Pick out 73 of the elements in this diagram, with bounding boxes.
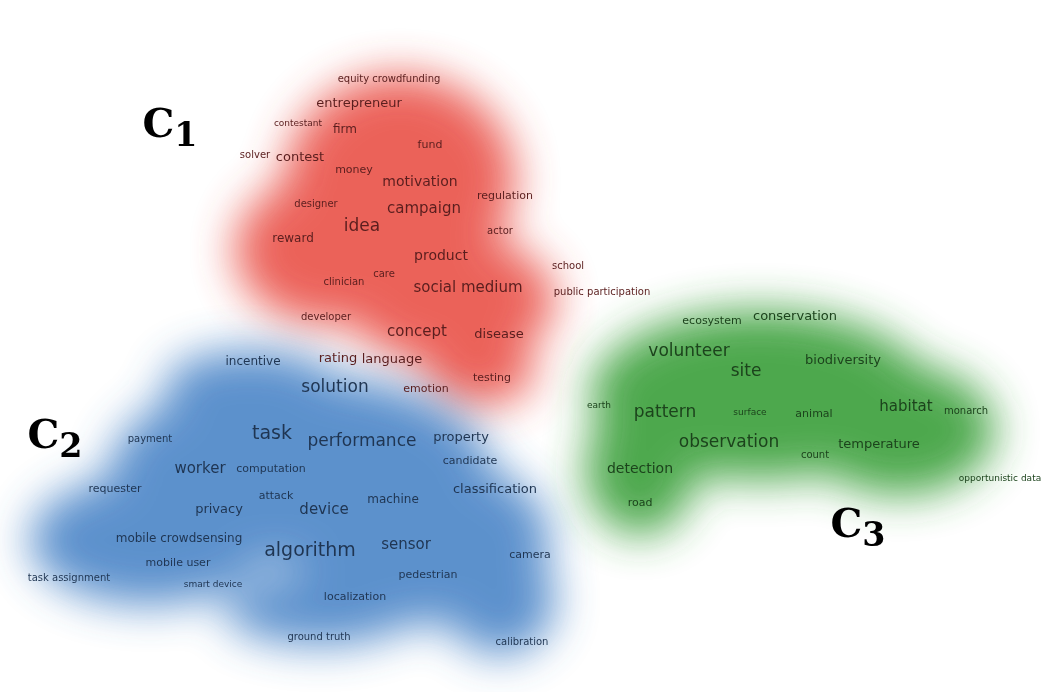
keyword-label: solution xyxy=(301,376,369,396)
keyword-label: pedestrian xyxy=(398,568,458,582)
keyword-label: idea xyxy=(343,215,381,235)
keyword-label: property xyxy=(433,429,489,445)
keyword-label: campaign xyxy=(387,199,461,217)
keyword-label: language xyxy=(361,351,423,367)
keyword-label: money xyxy=(335,163,373,177)
keyword-label: device xyxy=(299,500,349,518)
keyword-label: concept xyxy=(387,322,447,340)
keyword-label: performance xyxy=(307,430,417,450)
keyword-label: attack xyxy=(258,489,294,503)
keyword-label: site xyxy=(730,360,762,380)
keyword-label: social medium xyxy=(413,278,523,296)
cluster-label: C$_{1}$ xyxy=(142,102,198,152)
cluster-label: C$_{3}$ xyxy=(830,502,886,552)
keyword-label: testing xyxy=(472,371,512,385)
keyword-label: contestant xyxy=(273,119,323,129)
keyword-label: privacy xyxy=(195,501,243,517)
keyword-label: surface xyxy=(733,408,767,418)
keyword-label: observation xyxy=(678,431,780,451)
keyword-label: rating xyxy=(318,350,358,366)
keyword-label: clinician xyxy=(323,275,365,287)
keyword-label: motivation xyxy=(382,174,458,190)
keyword-label: monarch xyxy=(943,404,989,416)
keyword-label: conservation xyxy=(753,308,837,324)
keyword-label: earth xyxy=(587,401,611,411)
keyword-label: reward xyxy=(272,232,314,246)
keyword-label: designer xyxy=(294,197,338,209)
keyword-label: entrepreneur xyxy=(316,95,402,111)
keyword-label: algorithm xyxy=(264,538,356,560)
keyword-label: mobile user xyxy=(145,556,211,570)
keyword-label: ground truth xyxy=(287,630,351,642)
keyword-label: equity crowdfunding xyxy=(337,72,441,84)
keyword-label: opportunistic data xyxy=(958,474,1042,484)
keyword-label: task xyxy=(252,421,292,443)
keyword-label: pattern xyxy=(633,401,697,421)
keyword-label: payment xyxy=(127,432,173,444)
keyword-label: volunteer xyxy=(648,340,730,360)
keyword-label: fund xyxy=(417,138,443,152)
keyword-label: road xyxy=(627,496,653,510)
keyword-label: temperature xyxy=(838,436,920,452)
keyword-label: contest xyxy=(275,149,325,165)
keyword-label: firm xyxy=(333,123,357,137)
keyword-label: detection xyxy=(606,461,674,477)
keyword-label: task assignment xyxy=(27,571,111,583)
keyword-label: public participation xyxy=(553,285,651,297)
keyword-label: care xyxy=(373,267,395,279)
keyword-label: requester xyxy=(88,482,142,496)
keyword-label: solver xyxy=(239,148,271,160)
keyword-label: developer xyxy=(300,310,352,322)
cluster-label: C$_{2}$ xyxy=(27,413,83,463)
keyword-label: mobile crowdsensing xyxy=(115,532,243,546)
keyword-label: emotion xyxy=(403,382,449,396)
keyword-label: habitat xyxy=(879,397,933,415)
keyword-label: ecosystem xyxy=(682,314,742,328)
keyword-label: machine xyxy=(367,493,419,507)
keyword-label: calibration xyxy=(495,635,549,647)
keyword-label: sensor xyxy=(381,535,431,553)
keyword-label: count xyxy=(800,448,830,460)
keyword-label: school xyxy=(551,259,585,271)
keyword-label: localization xyxy=(323,590,387,604)
keyword-label: candidate xyxy=(442,454,498,468)
keyword-label: worker xyxy=(174,459,226,477)
keyword-label: actor xyxy=(487,224,513,236)
keyword-label: camera xyxy=(509,548,551,562)
keyword-label: biodiversity xyxy=(805,352,881,368)
keyword-label: disease xyxy=(474,326,524,342)
keyword-label: incentive xyxy=(225,355,281,369)
keyword-label: regulation xyxy=(477,189,533,203)
keyword-label: smart device xyxy=(183,580,243,590)
keyword-label: animal xyxy=(795,407,833,421)
keyword-label: product xyxy=(414,248,468,264)
keyword-label: computation xyxy=(236,462,306,476)
